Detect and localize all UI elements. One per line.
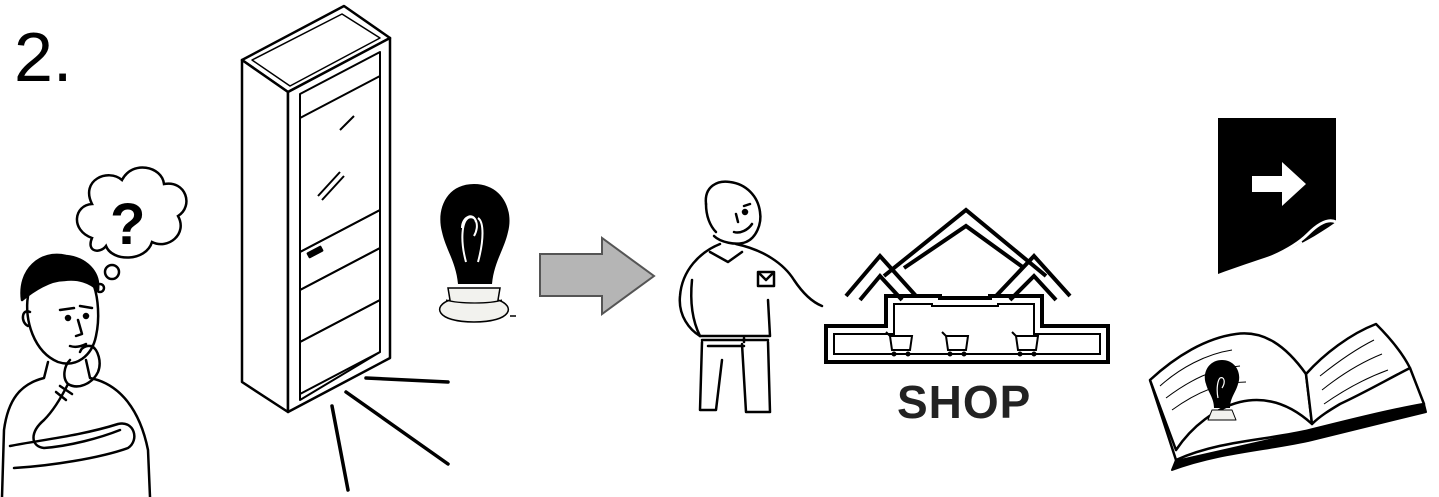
light-bulb-icon — [439, 184, 516, 323]
shop-building-icon — [824, 207, 1110, 364]
thought-bubble-icon: ? — [75, 166, 188, 294]
open-book-icon — [1148, 322, 1427, 471]
step-number: 2. — [14, 18, 73, 96]
emphasis-lines — [330, 376, 450, 492]
document-arrow-icon — [1218, 118, 1337, 275]
confused-person-icon — [0, 253, 152, 497]
next-arrow-icon — [539, 236, 656, 316]
svg-text:?: ? — [110, 192, 145, 257]
cabinet-icon — [240, 4, 392, 414]
shop-label: SHOP — [897, 376, 1032, 428]
shop-assistant-icon — [678, 180, 824, 414]
shopping-cart-icon — [885, 331, 1040, 357]
